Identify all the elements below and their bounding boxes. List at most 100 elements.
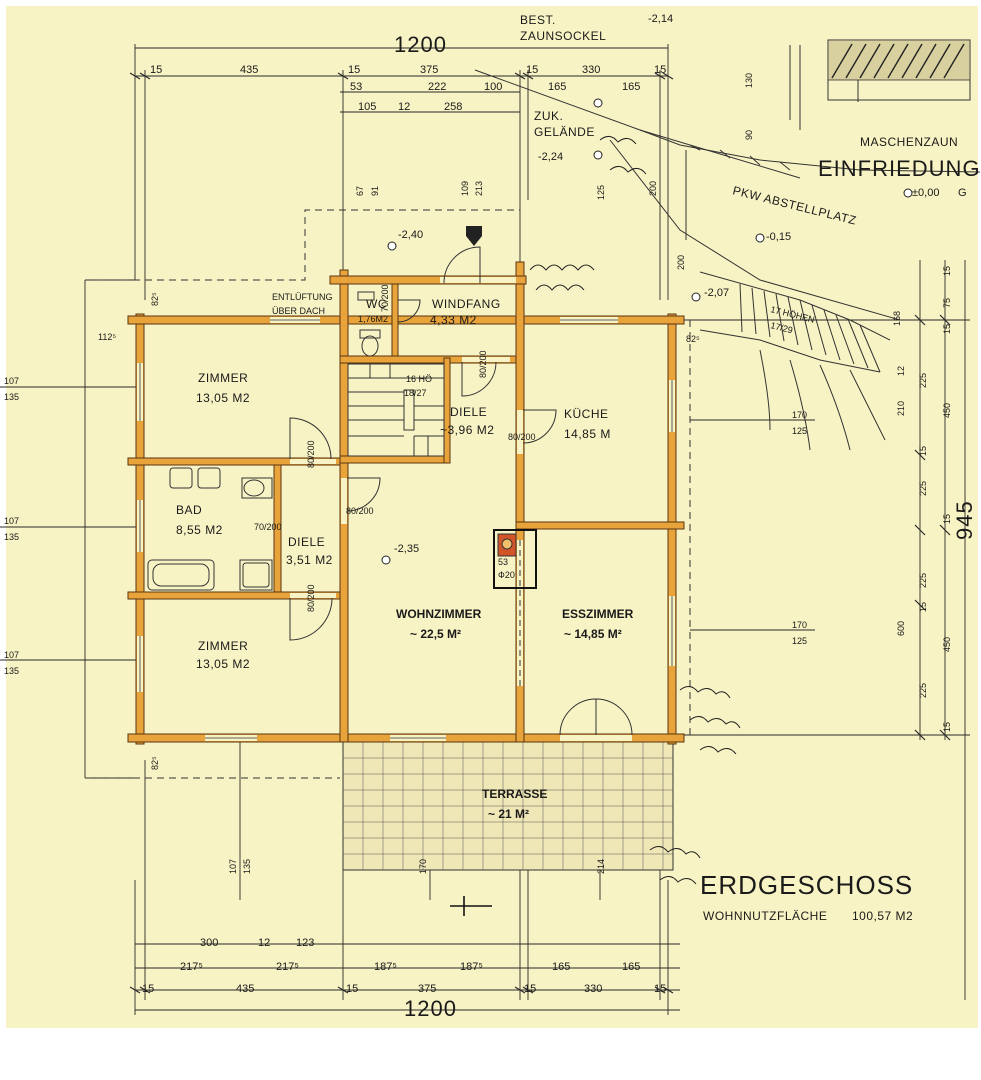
plan-title: ERDGESCHOSS [700, 870, 913, 900]
dim-right-overall: 945 [952, 500, 977, 540]
dim-bottom-r3-5: 330 [584, 983, 602, 995]
dim-right-r1-0: 15 [942, 266, 952, 276]
chimney-label: Ф20 [498, 570, 515, 580]
dim-left-a2: 107 [4, 516, 19, 526]
room-diele1-area: ~3,96 M2 [440, 423, 494, 437]
dim-top-r1-5: 330 [582, 64, 600, 76]
dim-right-c: 82⁵ [686, 334, 700, 344]
windows [139, 319, 673, 739]
room-kueche-name: KÜCHE [564, 407, 609, 421]
dim-right-r2-1: 450 [942, 403, 952, 418]
dim-bottom-overall: 1200 [404, 996, 457, 1021]
section-marker [450, 896, 492, 916]
dim-top-r3-0: 105 [358, 101, 376, 113]
dim-right-r1-2: 15 [942, 324, 952, 334]
dim-bottom-r3-0: 15 [142, 983, 154, 995]
room-wohnzimmer-area: ~ 22,5 M² [410, 627, 461, 641]
dim-top-v-0: 67 [355, 186, 365, 196]
dim-top-r1-4: 15 [526, 64, 538, 76]
dim-right-r2-2: 600 [896, 621, 906, 636]
existing-base-2: ZAUNSOCKEL [520, 29, 606, 43]
dim-right-r3-0: 170 [792, 410, 807, 420]
door-size-bad: 70/200 [254, 522, 282, 532]
dim-bottom-r3-6: 15 [654, 983, 666, 995]
shrubbery [529, 136, 741, 885]
dim-bottom-r2-3: 187⁵ [460, 961, 483, 973]
level-a: -2,14 [648, 13, 673, 25]
dim-top-r2-3: 165 [548, 81, 566, 93]
dim-bottom-v-0: 107 [228, 859, 238, 874]
dim-bottom-r1-2: 123 [296, 937, 314, 949]
room-terrasse-area: ~ 21 M² [488, 807, 529, 821]
future-ground-2: GELÄNDE [534, 125, 595, 139]
dim-top-r3-1: 12 [398, 101, 410, 113]
room-esszimmer-area: ~ 14,85 M² [564, 627, 622, 641]
dim-top-v-4: 125 [596, 185, 606, 200]
room-bad-area: 8,55 M2 [176, 523, 223, 537]
dim-top-r2-0: 53 [350, 81, 362, 93]
dim-left-a1: 107 [4, 376, 19, 386]
level-c: -2,40 [398, 229, 423, 241]
dim-right-r1-7: 225 [918, 573, 928, 588]
dim-right-r1-5: 225 [918, 481, 928, 496]
room-wc-area: 1,76M2 [358, 314, 388, 324]
dim-bottom-r3-2: 15 [346, 983, 358, 995]
level-e: -2,35 [394, 543, 419, 555]
dim-right-r3-2: 170 [792, 620, 807, 630]
chimney-marker [493, 529, 537, 589]
dim-left-c: 82⁵ [150, 292, 160, 306]
dim-bottom-r1-1: 12 [258, 937, 270, 949]
vent-label-1: ENTLÜFTUNG [272, 292, 333, 302]
dim-bottom-r3-4: 15 [524, 983, 536, 995]
dim-top-v-6: 200 [676, 255, 686, 270]
room-bad-name: BAD [176, 503, 202, 517]
dim-bottom-r3-3: 375 [418, 983, 436, 995]
living-area-label: WOHNNUTZFLÄCHE [703, 909, 827, 923]
inner-stair-ratio: 18/27 [404, 388, 427, 398]
eaves-outline [85, 209, 691, 779]
dim-top-r1-1: 435 [240, 64, 258, 76]
dim-top-r1-2: 15 [348, 64, 360, 76]
room-zimmer1-area: 13,05 M2 [196, 391, 250, 405]
dim-right-r3-1: 125 [792, 426, 807, 436]
room-kueche-area: 14,85 M [564, 427, 611, 441]
dim-top-v-2: 109 [460, 181, 470, 196]
door-swings [289, 246, 633, 736]
dim-left-b1: 135 [4, 392, 19, 402]
dim-top-r2-1: 222 [428, 81, 446, 93]
door-size-diele1: 80/200 [478, 350, 488, 378]
chimney-top: 53 [498, 557, 508, 567]
dim-right-r1-9: 225 [918, 683, 928, 698]
level-markers [381, 98, 913, 565]
dim-right-r1-6: 15 [942, 514, 952, 524]
room-esszimmer-name: ESSZIMMER [562, 607, 634, 621]
room-zimmer2-name: ZIMMER [198, 639, 248, 653]
room-diele2-area: 3,51 M2 [286, 553, 333, 567]
fence-label: MASCHENZAUN [860, 135, 958, 149]
dim-right-r1-3: 225 [918, 373, 928, 388]
dim-bottom-r2-5: 165 [622, 961, 640, 973]
dim-bottom-v-2: 170 [418, 859, 428, 874]
exterior-stairs [699, 271, 891, 451]
dim-top-v-7: 130 [744, 73, 754, 88]
dim-bottom-r2-0: 217⁵ [180, 961, 203, 973]
dim-bottom-r2-2: 187⁵ [374, 961, 397, 973]
dim-left-b3: 135 [4, 666, 19, 676]
room-zimmer1-name: ZIMMER [198, 371, 248, 385]
enclosure-label: EINFRIEDUNG [818, 156, 981, 181]
dim-left-d: 112⁵ [98, 332, 116, 342]
entrance-arrow-icon [466, 226, 482, 246]
door-size-wohnzimmer: 80/200 [346, 506, 374, 516]
dim-right-r1-4: 15 [918, 446, 928, 456]
room-zimmer2-area: 13,05 M2 [196, 657, 250, 671]
dim-top-v-8: 90 [744, 130, 754, 140]
existing-base-1: BEST. [520, 13, 556, 27]
terrace-paving [342, 741, 674, 871]
room-diele1-name: DIELE [450, 405, 487, 419]
dim-right-r1-10: 15 [942, 722, 952, 732]
dim-right-r3-4: 210 [896, 401, 906, 416]
dim-top-r1-0: 15 [150, 64, 162, 76]
dim-top-r1-6: 15 [654, 64, 666, 76]
dim-left-b2: 135 [4, 532, 19, 542]
dim-right-r3-5: 12 [896, 366, 906, 376]
